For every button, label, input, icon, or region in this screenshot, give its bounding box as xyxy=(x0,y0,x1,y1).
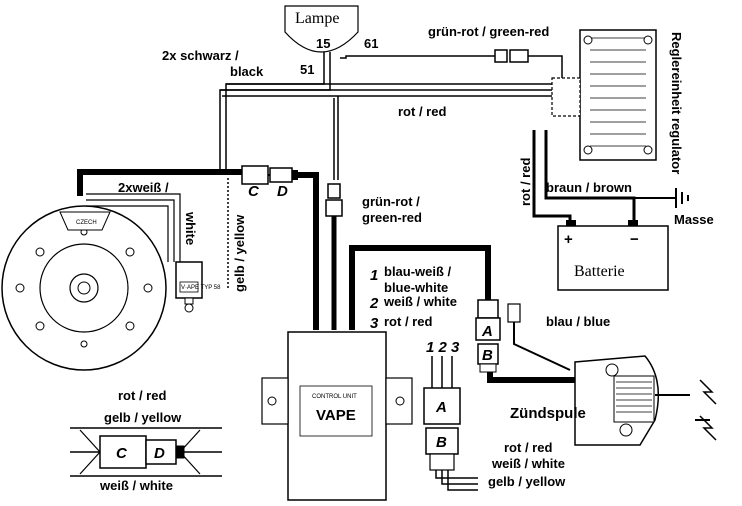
ground-icon xyxy=(675,188,689,208)
battery xyxy=(557,220,669,291)
inset-red: rot / red xyxy=(118,388,166,403)
label-white: white xyxy=(183,211,198,245)
inset-white: weiß / white xyxy=(99,478,173,493)
cdi-unit: CONTROL UNIT VAPE xyxy=(261,331,413,501)
label-red-vertical: rot / red xyxy=(518,158,533,206)
pin-61: 61 xyxy=(364,36,378,51)
coil-label: Zündspule xyxy=(510,405,586,422)
label-brown: braun / brown xyxy=(546,180,632,195)
battery-plus: + xyxy=(564,231,573,248)
masse-label: Masse xyxy=(674,212,714,227)
list-item-1b: blue-white xyxy=(384,280,448,295)
stator-text: CZECH xyxy=(76,220,97,226)
wires xyxy=(77,52,676,491)
lamp: Lampe xyxy=(284,5,359,53)
label-green-red-top: grün-rot / green-red xyxy=(428,24,549,39)
pin-51: 51 xyxy=(300,62,314,77)
connector-green-red-top xyxy=(494,49,529,63)
battery-minus: − xyxy=(630,231,639,248)
svg-text:VAPE: VAPE xyxy=(316,407,356,424)
battery-label: Batterie xyxy=(574,263,625,280)
stator-small-connector: V·APE TYP 58 xyxy=(175,261,221,313)
label-C: C xyxy=(248,183,260,200)
list-num-1: 1 xyxy=(370,267,378,284)
label-yellow-vertical: gelb / yellow xyxy=(232,214,247,292)
connector-ab-lower xyxy=(423,387,461,471)
label-A-upper: A xyxy=(481,323,493,340)
list-item-1a: blau-weiß / xyxy=(384,264,452,279)
inset-label-C: C xyxy=(116,445,128,462)
label-D: D xyxy=(277,183,288,200)
label-black-1: 2x schwarz / xyxy=(162,48,239,63)
out-red: rot / red xyxy=(504,440,552,455)
label-white-2x: 2xweiß / xyxy=(118,180,169,195)
list-item-2: weiß / white xyxy=(383,294,457,309)
stator: CZECH xyxy=(1,205,167,371)
label-A-lower: A xyxy=(435,399,447,416)
list-num-2: 2 xyxy=(369,295,379,312)
regulator-label: Reglereinheit regulator xyxy=(669,32,684,174)
svg-text:CONTROL UNIT: CONTROL UNIT xyxy=(312,394,357,400)
label-123: 1 2 3 xyxy=(426,339,460,356)
label-green-red-mid-2: green-red xyxy=(362,210,422,225)
inset-connector xyxy=(70,427,222,477)
connector-cd xyxy=(241,165,298,185)
list-num-3: 3 xyxy=(370,315,379,332)
label-red-top: rot / red xyxy=(398,104,446,119)
lamp-title: Lampe xyxy=(295,10,339,27)
connector-ab-upper xyxy=(475,299,521,373)
pin-15: 15 xyxy=(316,36,330,51)
label-B-lower: B xyxy=(436,434,447,451)
out-yellow: gelb / yellow xyxy=(488,474,566,489)
inset-yellow: gelb / yellow xyxy=(104,410,182,425)
list-item-3: rot / red xyxy=(384,314,432,329)
label-black-2: black xyxy=(230,64,264,79)
label-green-red-mid-1: grün-rot / xyxy=(362,194,420,209)
connector-green-red-mid xyxy=(325,183,343,217)
label-B-upper: B xyxy=(482,347,493,364)
regulator xyxy=(551,29,657,161)
vape-small-label: V·APE TYP 58 xyxy=(181,285,221,291)
inset-label-D: D xyxy=(154,445,165,462)
out-white: weiß / white xyxy=(491,456,565,471)
label-blue: blau / blue xyxy=(546,314,610,329)
ignition-coil xyxy=(574,355,717,446)
